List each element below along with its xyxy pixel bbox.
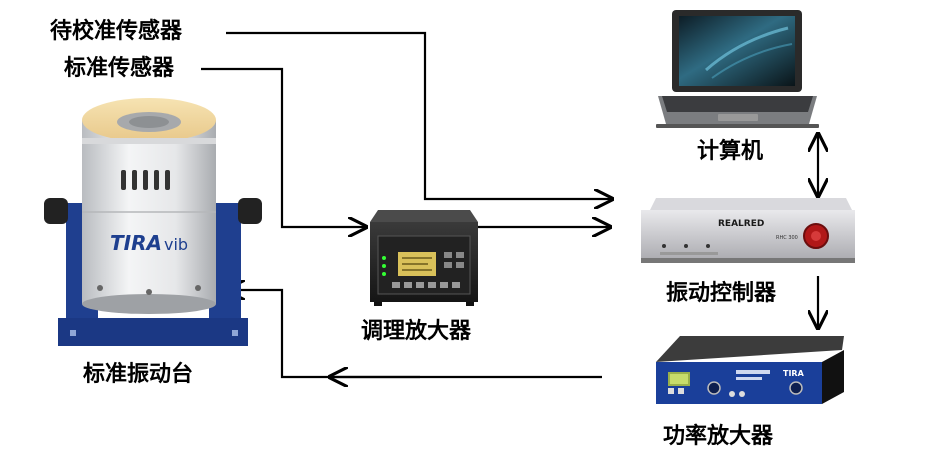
conditioning-amplifier-device [370,210,478,306]
reference-sensor-label: 标准传感器 [64,56,175,81]
power-amp-brand-label: TIRA [783,369,804,378]
reference-shaker-label: 标准振动台 [83,362,194,387]
dut-sensor-label: 待校准传感器 [50,19,183,44]
dut-sensor-to-controller-line [226,31,612,199]
controller-brand-label: REALRED [718,219,765,229]
shaker-brand-text: TIRA [110,231,162,255]
conditioning-amplifier-label: 调理放大器 [361,319,472,344]
laptop-device [656,10,819,128]
controller-model-label: RHC 300 [776,235,798,241]
ref-sensor-to-conditioner-line [201,67,366,227]
shaker-brand-suffix: vib [163,235,189,254]
computer-label: 计算机 [697,139,764,164]
vibration-controller-device [641,198,855,263]
power-amp-to-shaker-line [227,290,602,379]
power-amplifier-label: 功率放大器 [663,424,774,449]
power-amplifier-device [656,336,844,404]
shaker-device [44,98,262,346]
vibration-controller-label: 振动控制器 [666,281,777,306]
